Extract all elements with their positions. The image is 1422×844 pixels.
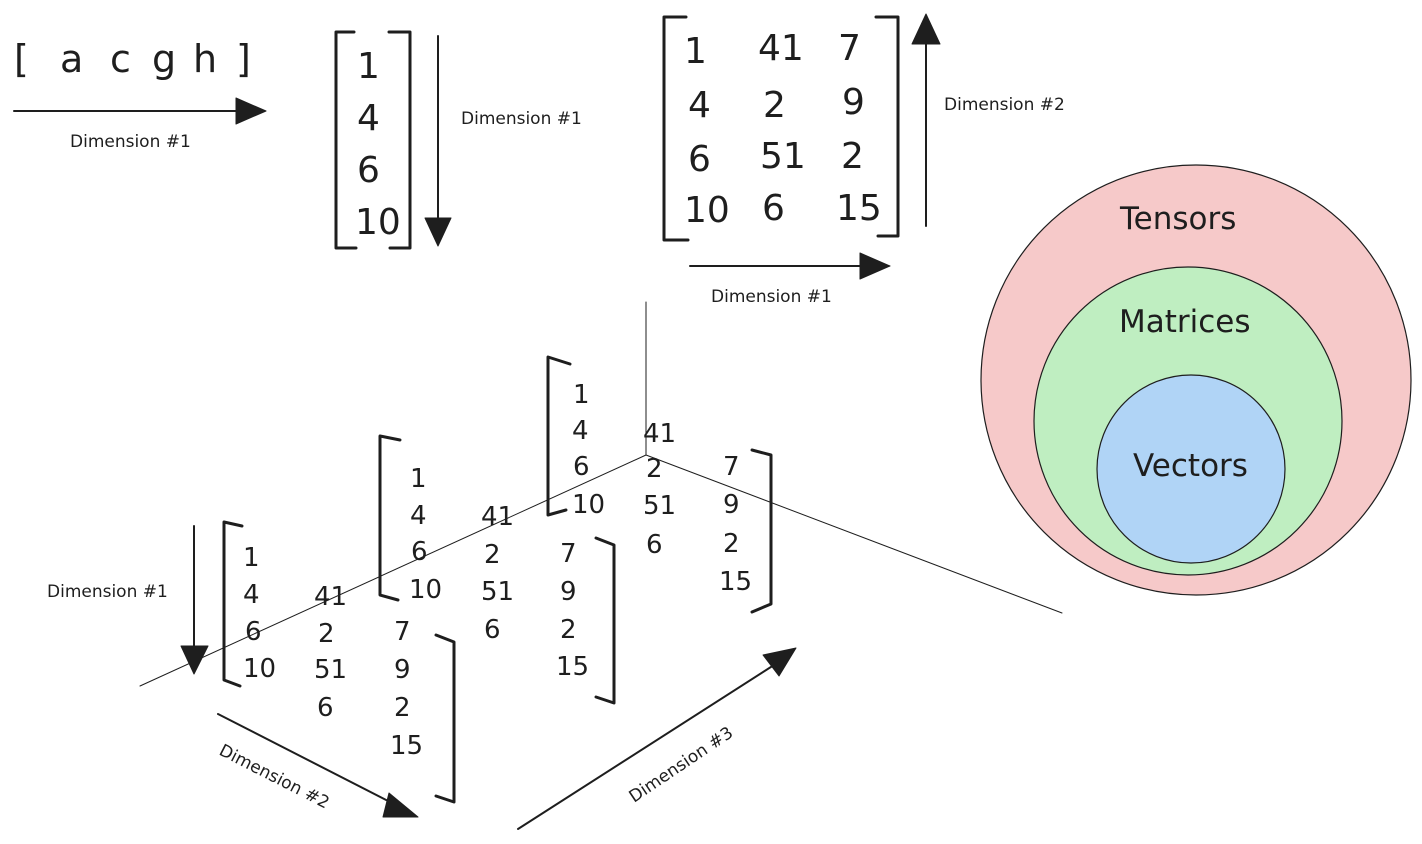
tensor-dimension-3-arrow bbox=[517, 647, 797, 830]
matrix-cell: 4 bbox=[688, 85, 711, 126]
row-vector-element-h: h bbox=[193, 37, 217, 81]
tensor-value: 15 bbox=[719, 567, 752, 597]
tensor-value: 6 bbox=[484, 615, 501, 645]
row-vector-element-a: a bbox=[60, 37, 83, 81]
matrix-horizontal-dimension-label: Dimension #1 bbox=[711, 287, 832, 307]
matrix-cell: 2 bbox=[763, 85, 786, 126]
tensor-dimension-2-label: Dimension #2 bbox=[216, 741, 333, 814]
matrix: 1 41 7 4 2 9 6 51 2 10 6 15 Dimension #2… bbox=[662, 13, 1065, 307]
matrix-right-bracket bbox=[874, 15, 900, 238]
matrix-cell: 1 bbox=[684, 31, 707, 72]
tensor-value: 6 bbox=[646, 530, 663, 560]
matrix-cell: 2 bbox=[841, 136, 864, 177]
tensor-value: 6 bbox=[573, 452, 590, 482]
vectors-label: Vectors bbox=[1133, 448, 1248, 484]
tensor-dimension-2-arrow bbox=[217, 713, 419, 818]
matrices-label: Matrices bbox=[1119, 304, 1251, 340]
tensor-slice-right-bracket bbox=[434, 633, 456, 804]
tensor-value: 1 bbox=[410, 464, 427, 494]
tensor-dimension-3-label: Dimension #3 bbox=[626, 723, 737, 807]
tensor-value: 2 bbox=[723, 529, 740, 559]
column-vector-right-bracket bbox=[387, 30, 412, 250]
tensor-value: 9 bbox=[394, 655, 411, 685]
tensor-value: 41 bbox=[643, 419, 676, 449]
matrix-cell: 7 bbox=[838, 28, 861, 69]
tensor-3d: 1 4 6 10 41 2 51 6 7 9 2 15 1 4 6 10 41 … bbox=[47, 301, 1063, 830]
matrix-cell: 9 bbox=[842, 82, 865, 123]
tensor-value: 41 bbox=[314, 582, 347, 612]
matrix-cell: 6 bbox=[762, 188, 785, 229]
tensor-value: 7 bbox=[560, 539, 577, 569]
row-vector-open-bracket: [ bbox=[14, 37, 29, 81]
tensor-dimension-1-arrow bbox=[180, 525, 209, 675]
tensor-value: 1 bbox=[573, 380, 590, 410]
tensor-value: 1 bbox=[243, 543, 260, 573]
column-vector-value: 4 bbox=[357, 98, 380, 139]
column-vector: 1 4 6 10 Dimension #1 bbox=[334, 30, 582, 250]
matrix-cell: 51 bbox=[760, 136, 806, 177]
tensor-value: 6 bbox=[317, 693, 334, 723]
tensor-slice-left-bracket bbox=[222, 520, 244, 688]
tensor-value: 10 bbox=[572, 490, 605, 520]
row-vector-element-g: g bbox=[152, 37, 176, 81]
row-vector-close-bracket: ] bbox=[236, 37, 251, 81]
matrix-vertical-dimension-label: Dimension #2 bbox=[944, 95, 1065, 115]
tensor-value: 15 bbox=[390, 731, 423, 761]
tensor-axis-depth bbox=[645, 454, 1063, 614]
column-vector-arrow bbox=[424, 35, 452, 247]
row-vector-arrow bbox=[13, 97, 267, 125]
tensor-slice-back: 1 4 6 10 41 2 51 6 7 9 2 15 bbox=[546, 355, 773, 614]
tensor-slice-middle: 1 4 6 10 41 2 51 6 7 9 2 15 bbox=[378, 434, 616, 705]
tensor-value: 41 bbox=[481, 502, 514, 532]
row-vector: [ a c g h ] Dimension #1 bbox=[13, 37, 267, 152]
row-vector-element-c: c bbox=[110, 37, 131, 81]
tensor-value: 4 bbox=[243, 580, 260, 610]
matrix-left-bracket bbox=[662, 15, 690, 242]
tensor-value: 6 bbox=[411, 537, 428, 567]
vectors-circle bbox=[1096, 374, 1286, 564]
tensor-value: 2 bbox=[318, 619, 335, 649]
column-vector-value: 1 bbox=[357, 46, 380, 87]
column-vector-dimension-label: Dimension #1 bbox=[461, 109, 582, 129]
tensor-value: 4 bbox=[572, 416, 589, 446]
tensor-value: 51 bbox=[314, 655, 347, 685]
matrix-cell: 6 bbox=[688, 139, 711, 180]
tensor-value: 15 bbox=[556, 652, 589, 682]
matrix-vertical-arrow bbox=[911, 13, 941, 227]
matrix-cell: 15 bbox=[836, 188, 882, 229]
tensor-value: 6 bbox=[245, 617, 262, 647]
tensor-value: 2 bbox=[394, 693, 411, 723]
tensor-value: 9 bbox=[560, 577, 577, 607]
tensor-value: 51 bbox=[481, 577, 514, 607]
matrix-horizontal-arrow bbox=[689, 252, 891, 280]
tensor-slice-front: 1 4 6 10 41 2 51 6 7 9 2 15 bbox=[222, 520, 456, 804]
nested-sets: Tensors Matrices Vectors bbox=[980, 164, 1412, 596]
tensor-value: 51 bbox=[643, 491, 676, 521]
tensor-value: 2 bbox=[484, 540, 501, 570]
tensor-value: 7 bbox=[723, 452, 740, 482]
tensor-slice-right-bracket bbox=[750, 448, 773, 614]
tensor-slice-left-bracket bbox=[546, 355, 572, 517]
matrix-cell: 10 bbox=[684, 190, 730, 231]
tensor-value: 7 bbox=[394, 617, 411, 647]
column-vector-value: 10 bbox=[355, 202, 401, 243]
tensor-value: 10 bbox=[243, 654, 276, 684]
tensor-dimension-1-label: Dimension #1 bbox=[47, 582, 168, 602]
tensor-value: 9 bbox=[723, 490, 740, 520]
column-vector-left-bracket bbox=[334, 30, 358, 250]
tensor-value: 2 bbox=[560, 615, 577, 645]
matrix-cell: 41 bbox=[758, 28, 804, 69]
tensors-label: Tensors bbox=[1119, 201, 1236, 237]
tensor-value: 2 bbox=[646, 454, 663, 484]
row-vector-dimension-label: Dimension #1 bbox=[70, 132, 191, 152]
tensor-value: 10 bbox=[409, 575, 442, 605]
tensor-slice-left-bracket bbox=[378, 434, 402, 602]
column-vector-value: 6 bbox=[357, 150, 380, 191]
tensor-slice-right-bracket bbox=[594, 536, 616, 705]
tensor-value: 4 bbox=[410, 501, 427, 531]
